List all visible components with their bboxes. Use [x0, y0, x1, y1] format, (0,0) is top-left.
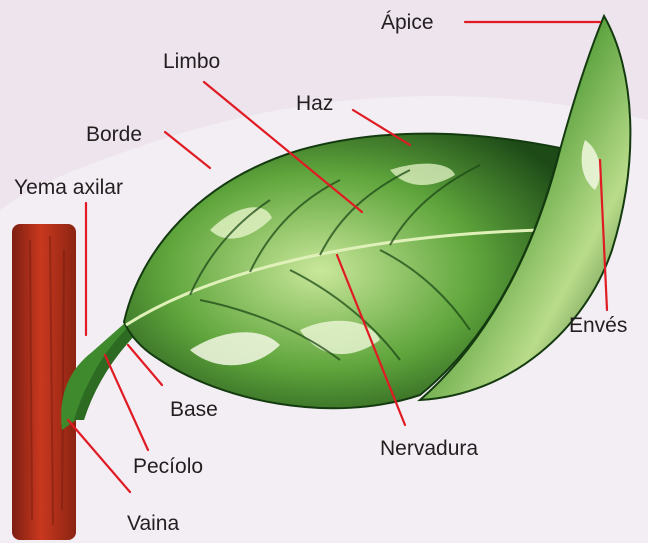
- label-base: Base: [170, 398, 218, 421]
- label-borde: Borde: [86, 123, 142, 146]
- label-apice: Ápice: [381, 11, 434, 34]
- label-enves: Envés: [569, 314, 627, 337]
- stem: [12, 224, 76, 540]
- label-peciolo: Pecíolo: [133, 455, 203, 478]
- label-yema-axilar: Yema axilar: [14, 176, 123, 199]
- label-haz: Haz: [296, 92, 333, 115]
- label-vaina: Vaina: [127, 512, 179, 535]
- label-limbo: Limbo: [163, 50, 220, 73]
- label-nervadura: Nervadura: [380, 437, 478, 460]
